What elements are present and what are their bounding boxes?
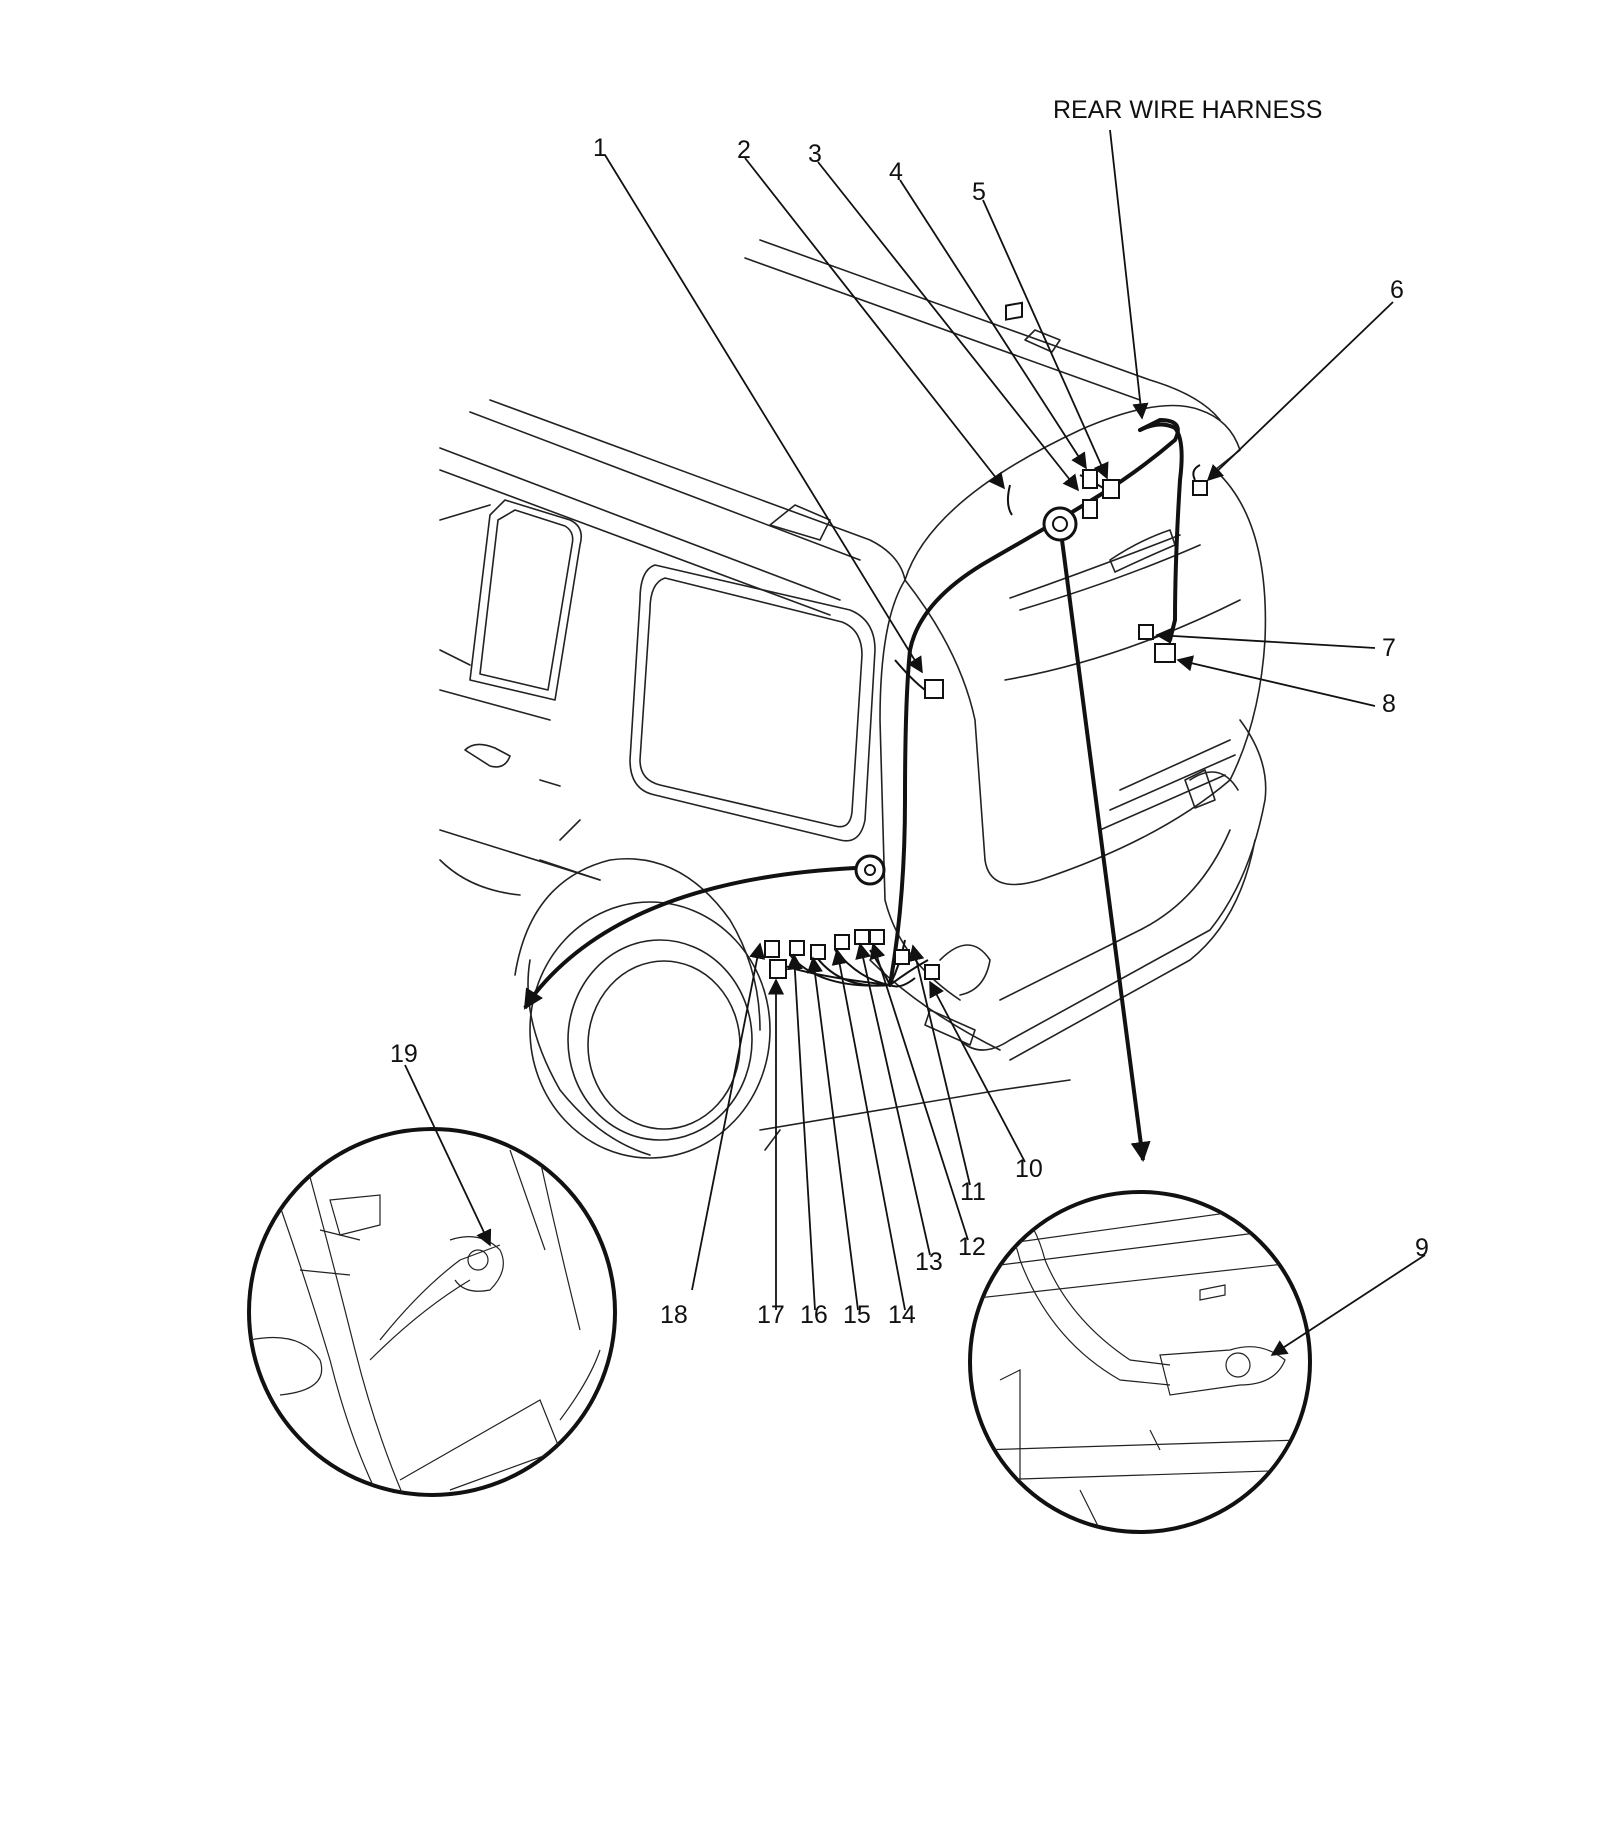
labels: REAR WIRE HARNESS 1 2 3 4 5 6 7 8 9 10 1… <box>390 96 1429 1329</box>
callout-15: 15 <box>843 1301 871 1329</box>
detail-view-19 <box>247 1127 617 1497</box>
detail-view-9 <box>968 1190 1312 1534</box>
callout-11: 11 <box>960 1178 986 1206</box>
callout-18: 18 <box>660 1301 688 1329</box>
callout-8: 8 <box>1382 690 1396 718</box>
callout-7: 7 <box>1382 634 1396 662</box>
callout-1: 1 <box>593 134 607 162</box>
callout-3: 3 <box>808 140 822 168</box>
callout-4: 4 <box>889 158 903 186</box>
callout-12: 12 <box>958 1233 986 1261</box>
callout-10: 10 <box>1015 1155 1043 1183</box>
callout-14: 14 <box>888 1301 916 1329</box>
callout-13: 13 <box>915 1248 943 1276</box>
callout-17: 17 <box>757 1301 785 1329</box>
callout-6: 6 <box>1390 276 1404 304</box>
callout-16: 16 <box>800 1301 828 1329</box>
vehicle-body <box>439 239 1267 1159</box>
title-rear-wire-harness: REAR WIRE HARNESS <box>1053 96 1322 124</box>
callout-leaders <box>404 129 1426 1356</box>
callout-9: 9 <box>1415 1234 1429 1262</box>
detail-arrows <box>523 539 1151 1162</box>
callout-19: 19 <box>390 1040 418 1068</box>
callout-2: 2 <box>737 136 751 164</box>
connectors <box>764 301 1208 980</box>
harness-routing <box>769 417 1201 988</box>
callout-5: 5 <box>972 178 986 206</box>
